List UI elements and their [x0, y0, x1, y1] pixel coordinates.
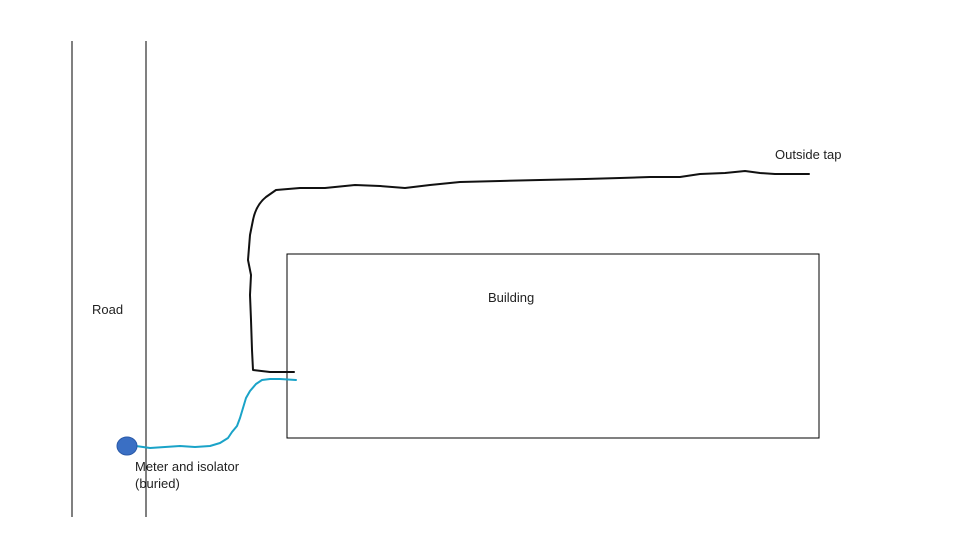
building-outline: [286, 253, 820, 439]
tap-pipe: [247, 170, 810, 373]
supply-pipe: [135, 378, 297, 449]
meter-label-line2: (buried): [135, 476, 180, 491]
road-label: Road: [92, 302, 124, 317]
building-label: Building: [488, 290, 535, 305]
outside-tap-label: Outside tap: [775, 147, 842, 162]
meter-label: Meter and isolator (buried): [135, 458, 275, 492]
meter-label-line1: Meter and isolator: [135, 459, 240, 474]
meter-circle: [116, 436, 138, 456]
